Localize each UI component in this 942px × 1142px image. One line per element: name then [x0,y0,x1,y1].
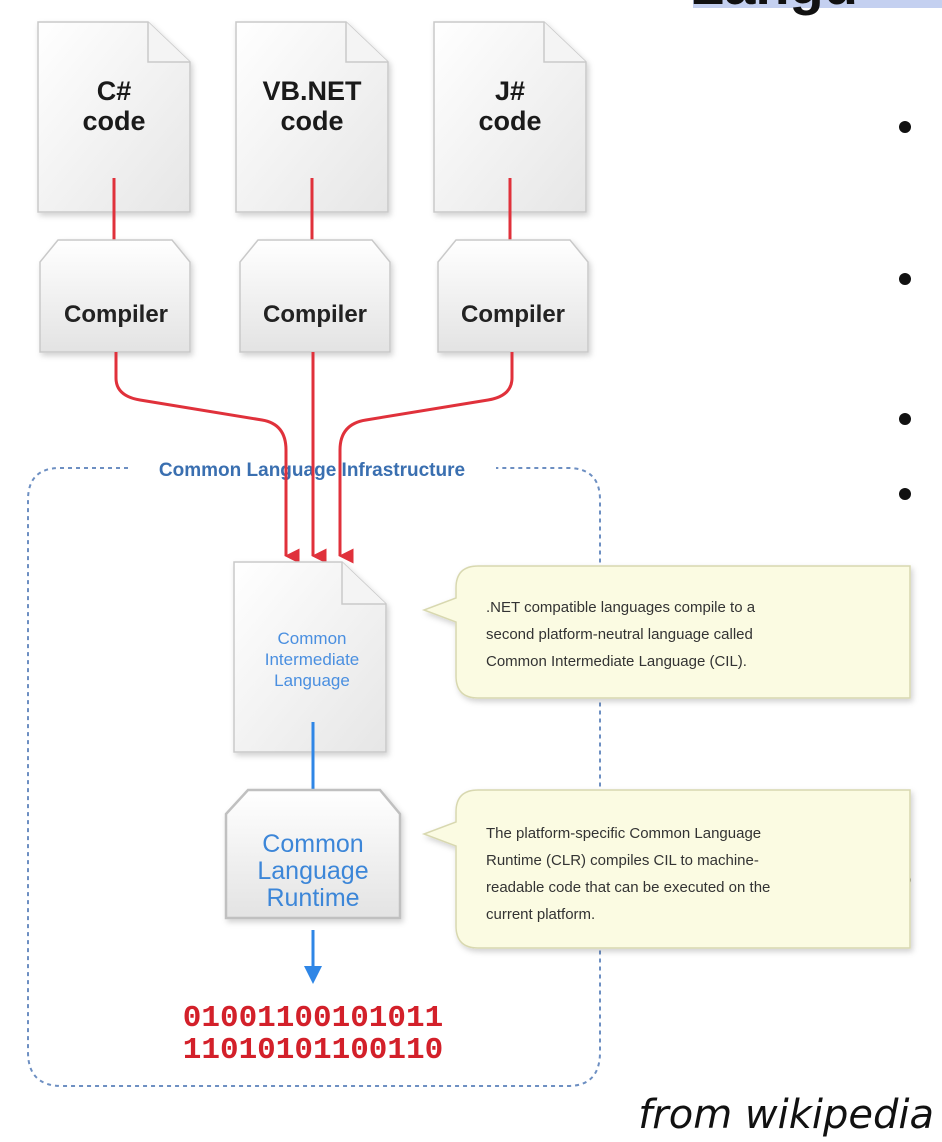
compiler-label: Compiler [64,301,168,328]
compiler-label: Compiler [461,301,565,328]
source-doc-vbnet [235,21,389,213]
slide-title: Langu [690,0,942,16]
cil-document [233,561,387,753]
source-doc-label: C# [97,76,132,106]
bullet-4 [899,488,911,500]
binary-output-line: 11010101100110 [183,1033,443,1068]
source-doc-jsharp [433,21,587,213]
clr-label: Language [257,857,368,885]
source-doc-label: J# [495,76,525,106]
source-doc-label: code [280,106,343,136]
clr-callout-text: readable code that can be executed on th… [486,879,770,896]
clr-to-binary-arrow [304,930,322,984]
cli-boundary [27,467,601,1087]
source-doc-csharp [37,21,191,213]
bullet-1 [899,121,911,133]
cil-label: Common [278,629,347,648]
cil-callout-text: Common Intermediate Language (CIL). [486,653,747,670]
cil-callout-text: second platform-neutral language called [486,626,753,643]
slide-title-text: Langu [690,0,858,16]
cil-label: Language [274,671,350,690]
source-doc-label: code [82,106,145,136]
source-doc-label: VB.NET [262,76,362,106]
cil-callout-text: .NET compatible languages compile to a [486,599,756,616]
binary-output-line: 01001100101011 [183,1001,443,1036]
compiler-label: Compiler [263,301,367,328]
bullet-3 [899,413,911,425]
bullet-2 [899,273,911,285]
clr-callout-text: Runtime (CLR) compiles CIL to machine- [486,852,759,869]
compiler-to-cil-arrows [114,352,514,564]
compiler-box-csharp [39,239,191,353]
source-doc-label: code [478,106,541,136]
bullet-list [899,121,911,886]
clr-callout-text: current platform. [486,906,595,923]
cil-label: Intermediate [265,650,360,669]
clr-box [224,788,402,920]
clr-label: Common [262,830,363,858]
clr-callout-text: The platform-specific Common Language [486,825,761,842]
clr-callout [421,789,911,949]
compiler-box-jsharp [437,239,589,353]
cil-callout [421,565,911,699]
clr-label: Runtime [266,884,359,912]
compiler-box-vbnet [239,239,391,353]
source-credit: from wikipedia [638,1092,934,1138]
